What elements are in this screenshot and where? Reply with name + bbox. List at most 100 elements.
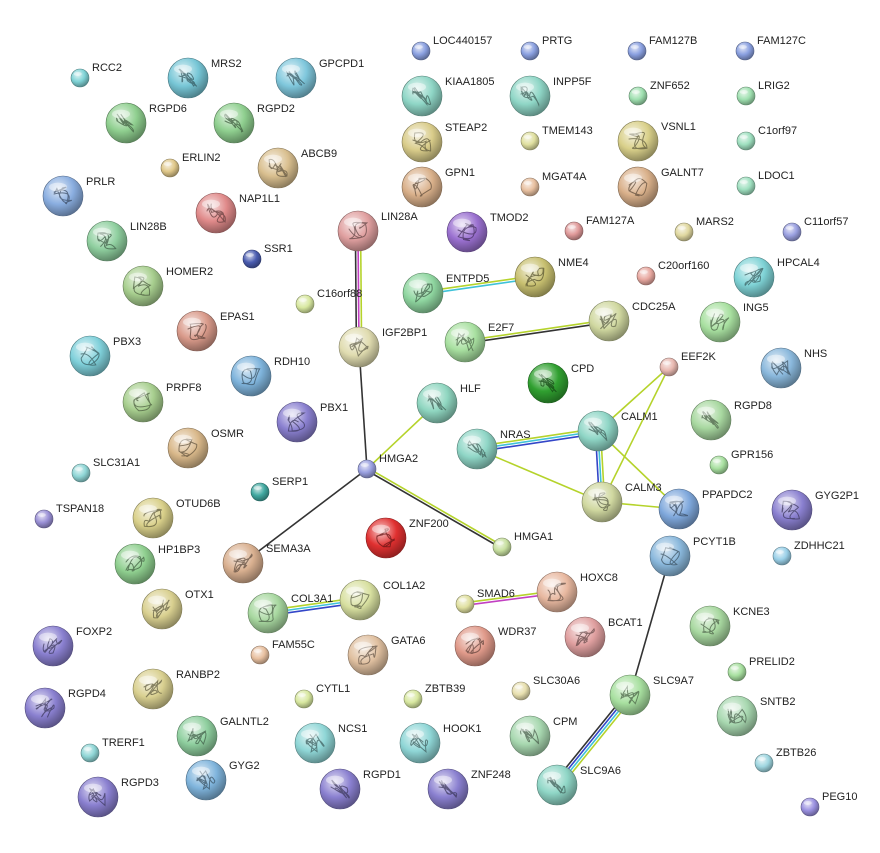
node-rdh10[interactable]: RDH10 [230,355,310,397]
node-homer2[interactable]: HOMER2 [122,265,213,307]
node-hmga2[interactable]: HMGA2 [357,453,418,479]
node-nhs[interactable]: NHS [760,347,827,389]
node-eef2k[interactable]: EEF2K [659,351,717,377]
node-ranbp2[interactable]: RANBP2 [132,668,220,710]
node-calm3[interactable]: CALM3 [581,481,662,523]
node-lin28b[interactable]: LIN28B [86,220,167,262]
node-igf2bp1[interactable]: IGF2BP1 [338,326,427,368]
node-epas1[interactable]: EPAS1 [176,310,255,352]
node-otx1[interactable]: OTX1 [141,588,214,630]
node-hoxc8[interactable]: HOXC8 [536,571,618,613]
node-osmr[interactable]: OSMR [167,427,244,469]
node-e2f7[interactable]: E2F7 [444,321,514,363]
node-erlin2[interactable]: ERLIN2 [160,152,221,178]
node-rcc2[interactable]: RCC2 [70,62,122,88]
node-prpf8[interactable]: PRPF8 [122,381,201,423]
node-galnt7[interactable]: GALNT7 [617,166,704,208]
node-pbx3[interactable]: PBX3 [69,335,141,377]
node-zdhhc21[interactable]: ZDHHC21 [772,540,845,566]
node-gyg2[interactable]: GYG2 [185,759,260,801]
edge-pcyt1b-slc9a7[interactable] [629,555,671,696]
node-prtg[interactable]: PRTG [520,35,572,61]
node-vsnl1[interactable]: VSNL1 [617,120,696,162]
node-mars2[interactable]: MARS2 [674,216,734,242]
node-kcne3[interactable]: KCNE3 [689,605,770,647]
node-znf200[interactable]: ZNF200 [365,517,449,559]
node-col1a2[interactable]: COL1A2 [339,579,425,621]
node-fam127b[interactable]: FAM127B [627,35,697,61]
node-znf248[interactable]: ZNF248 [427,768,511,810]
node-tmod2[interactable]: TMOD2 [446,211,529,253]
node-rgpd6[interactable]: RGPD6 [105,102,187,144]
node-rgpd1[interactable]: RGPD1 [319,768,401,810]
node-bcat1[interactable]: BCAT1 [564,616,643,658]
node-ppapdc2[interactable]: PPAPDC2 [658,488,753,530]
node-slc9a6[interactable]: SLC9A6 [536,764,621,806]
node-cdc25a[interactable]: CDC25A [588,300,676,342]
node-sema3a[interactable]: SEMA3A [222,542,311,584]
node-foxp2[interactable]: FOXP2 [32,625,112,667]
node-entpd5[interactable]: ENTPD5 [402,272,489,314]
node-mrs2[interactable]: MRS2 [167,57,242,99]
node-lin28a[interactable]: LIN28A [337,210,418,252]
node-hook1[interactable]: HOOK1 [399,722,482,764]
node-rgpd8[interactable]: RGPD8 [690,399,772,441]
node-hp1bp3[interactable]: HP1BP3 [114,543,200,585]
node-c1orf97[interactable]: C1orf97 [736,125,797,151]
node-ing5[interactable]: ING5 [699,301,769,343]
edge-igf2bp1-hmga2[interactable] [358,346,368,470]
node-gpn1[interactable]: GPN1 [401,166,475,208]
node-rgpd3[interactable]: RGPD3 [77,776,159,818]
node-zbtb26[interactable]: ZBTB26 [754,747,816,773]
node-loc440157[interactable]: LOC440157 [411,35,492,61]
node-tspan18[interactable]: TSPAN18 [34,503,104,529]
node-slc9a7[interactable]: SLC9A7 [609,674,694,716]
node-fam127c[interactable]: FAM127C [735,35,806,61]
node-mgat4a[interactable]: MGAT4A [520,171,587,197]
node-peg10[interactable]: PEG10 [800,791,857,817]
node-slc31a1[interactable]: SLC31A1 [71,457,140,483]
node-fam127a[interactable]: FAM127A [564,215,635,241]
node-nme4[interactable]: NME4 [514,256,589,298]
node-wdr37[interactable]: WDR37 [454,625,537,667]
node-sntb2[interactable]: SNTB2 [716,695,795,737]
node-inpp5f[interactable]: INPP5F [509,75,592,117]
node-slc30a6[interactable]: SLC30A6 [511,675,580,701]
node-c11orf57[interactable]: C11orf57 [782,216,848,242]
edge-calm3-eef2k[interactable] [601,366,670,503]
node-cpm[interactable]: CPM [509,715,577,757]
node-otud6b[interactable]: OTUD6B [132,497,221,539]
node-trerf1[interactable]: TRERF1 [80,737,145,763]
node-hlf[interactable]: HLF [416,382,481,424]
node-gata6[interactable]: GATA6 [347,634,425,676]
node-hpcal4[interactable]: HPCAL4 [733,256,820,298]
node-prelid2[interactable]: PRELID2 [727,656,795,682]
node-tmem143[interactable]: TMEM143 [520,125,593,151]
node-cytl1[interactable]: CYTL1 [294,683,350,709]
node-pcyt1b[interactable]: PCYT1B [649,535,736,577]
node-serp1[interactable]: SERP1 [250,476,308,502]
node-ssr1[interactable]: SSR1 [242,243,293,269]
edge-hmga2-hmga1[interactable] [365,467,504,549]
node-rgpd2[interactable]: RGPD2 [213,102,295,144]
edge-nras-calm3[interactable] [476,448,603,503]
node-hmga1[interactable]: HMGA1 [492,531,553,557]
node-nras[interactable]: NRAS [456,428,531,470]
node-gyg2p1[interactable]: GYG2P1 [771,489,859,531]
node-ncs1[interactable]: NCS1 [294,722,367,764]
node-zbtb39[interactable]: ZBTB39 [403,683,465,709]
node-gpcpd1[interactable]: GPCPD1 [275,57,364,99]
node-gpr156[interactable]: GPR156 [709,449,773,475]
node-c16orf88[interactable]: C16orf88 [295,288,362,314]
edge-nras-calm1[interactable] [476,427,599,453]
edge-hmga2-sema3a[interactable] [242,468,368,564]
node-steap2[interactable]: STEAP2 [401,121,487,163]
node-znf652[interactable]: ZNF652 [628,80,690,106]
node-prlr[interactable]: PRLR [42,175,115,217]
node-nap1l1[interactable]: NAP1L1 [195,192,280,234]
node-calm1[interactable]: CALM1 [577,410,658,452]
node-smad6[interactable]: SMAD6 [455,588,515,614]
node-lrig2[interactable]: LRIG2 [736,80,790,106]
node-cpd[interactable]: CPD [527,362,594,404]
node-c20orf160[interactable]: C20orf160 [636,260,709,286]
